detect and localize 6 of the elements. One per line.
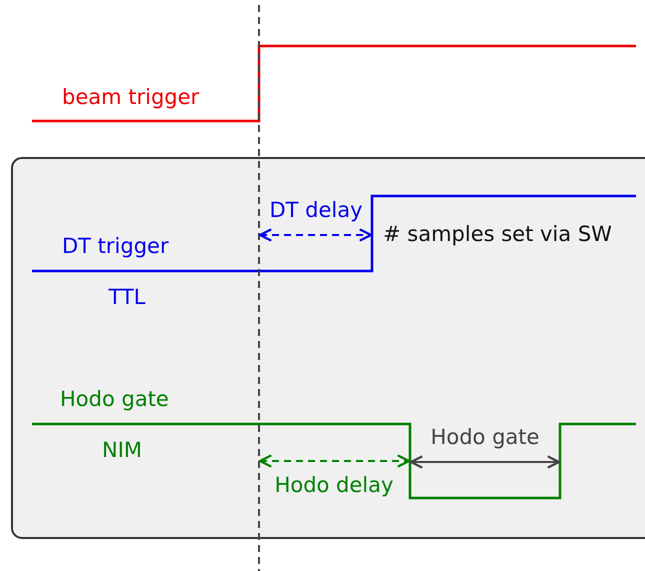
signal-label: Hodo gate	[60, 386, 169, 412]
signal-label: DT trigger	[62, 233, 169, 259]
signal-standard-label: NIM	[102, 437, 142, 463]
signal-standard-label: TTL	[108, 284, 146, 310]
signal-label: beam trigger	[62, 84, 200, 110]
note-text: # samples set via SW	[383, 221, 612, 247]
